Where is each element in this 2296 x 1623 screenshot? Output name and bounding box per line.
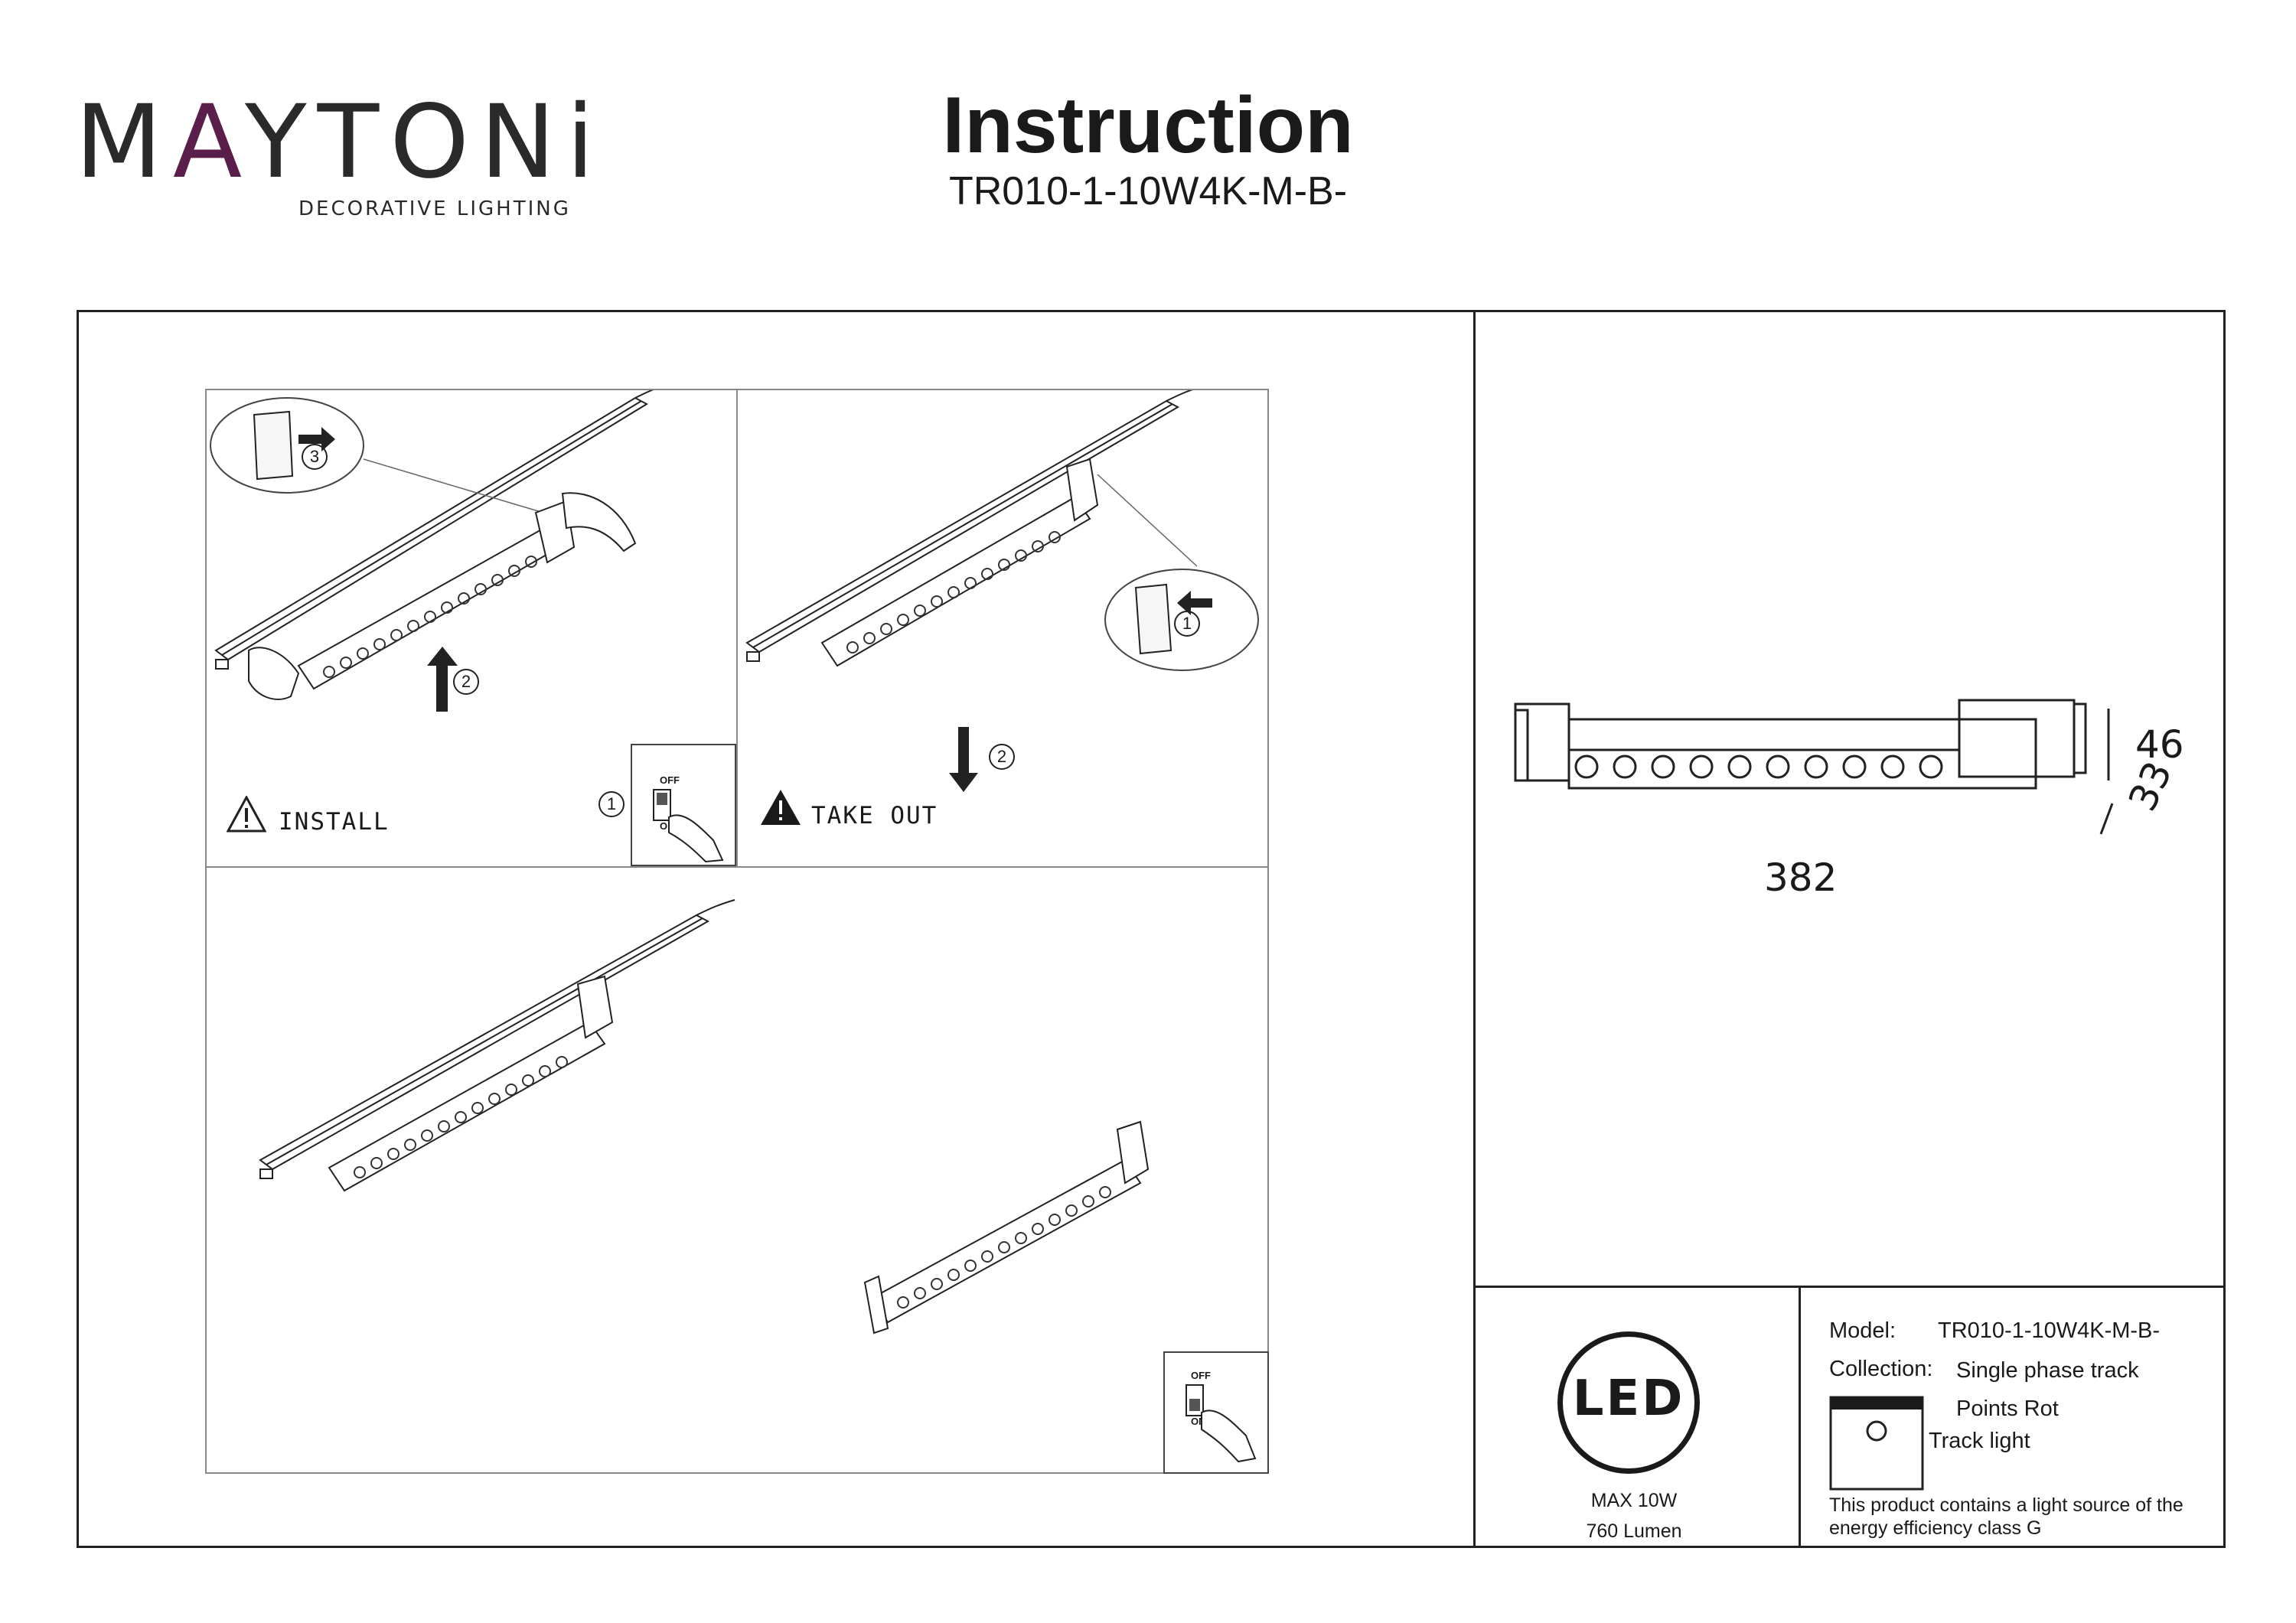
logo-letter-accent: A <box>172 83 245 201</box>
led-badge-text: LED <box>1572 1370 1685 1427</box>
product-type: Track light <box>1929 1429 2030 1453</box>
brand-logo: MAYTONi <box>75 92 605 193</box>
light-switch-icon <box>1186 1384 1257 1463</box>
step-number-3: 3 <box>302 444 328 470</box>
steps-divider-horizontal <box>205 866 1269 868</box>
dimension-drawing <box>1514 699 2114 835</box>
model-value: TR010-1-10W4K-M-B- <box>1938 1318 2161 1343</box>
collection-name: Points Rot <box>1956 1396 2059 1421</box>
page-title: Instruction <box>942 81 1354 170</box>
light-switch-icon <box>653 789 724 863</box>
logo-letters-rest: YTONi <box>244 83 605 201</box>
brand-tagline: DECORATIVE LIGHTING <box>298 197 571 220</box>
takeout-step-number-2: 2 <box>989 744 1015 770</box>
content-frame <box>77 310 2226 1548</box>
steps-divider-vertical <box>736 389 738 867</box>
step-number-2: 2 <box>453 669 479 695</box>
led-badge <box>1557 1331 1700 1474</box>
max-power: MAX 10W <box>1590 1490 1678 1511</box>
switch2-off-label: OFF <box>1191 1370 1211 1381</box>
collection-label: Collection: <box>1829 1357 1933 1381</box>
step-number-1: 1 <box>598 791 625 817</box>
install-illustration <box>210 390 654 712</box>
logo-letter-m: M <box>75 83 173 201</box>
warning-outline-icon <box>227 796 266 833</box>
switch-panel-install <box>631 744 736 866</box>
dimension-length: 382 <box>1764 855 1838 900</box>
frame-divider-horizontal <box>1473 1286 2226 1288</box>
install-label: INSTALL <box>279 808 390 836</box>
takeout-label: TAKE OUT <box>811 802 938 829</box>
track-light-icon <box>1829 1396 1924 1491</box>
takeout-step-number-1: 1 <box>1174 611 1200 637</box>
model-label: Model: <box>1829 1318 1896 1343</box>
energy-class-note: This product contains a light source of … <box>1829 1494 2183 1539</box>
dimension-height: 46 <box>2135 722 2184 767</box>
lumen-value: 760 Lumen <box>1586 1520 1682 1542</box>
overview-illustration <box>259 899 1150 1335</box>
spec-divider <box>1799 1286 1801 1548</box>
collection-value: Single phase track <box>1956 1358 2139 1383</box>
frame-divider-vertical <box>1473 310 1476 1548</box>
warning-filled-icon <box>761 790 801 825</box>
switch-off-label: OFF <box>660 774 680 786</box>
model-heading: TR010-1-10W4K-M-B- <box>948 169 1348 213</box>
